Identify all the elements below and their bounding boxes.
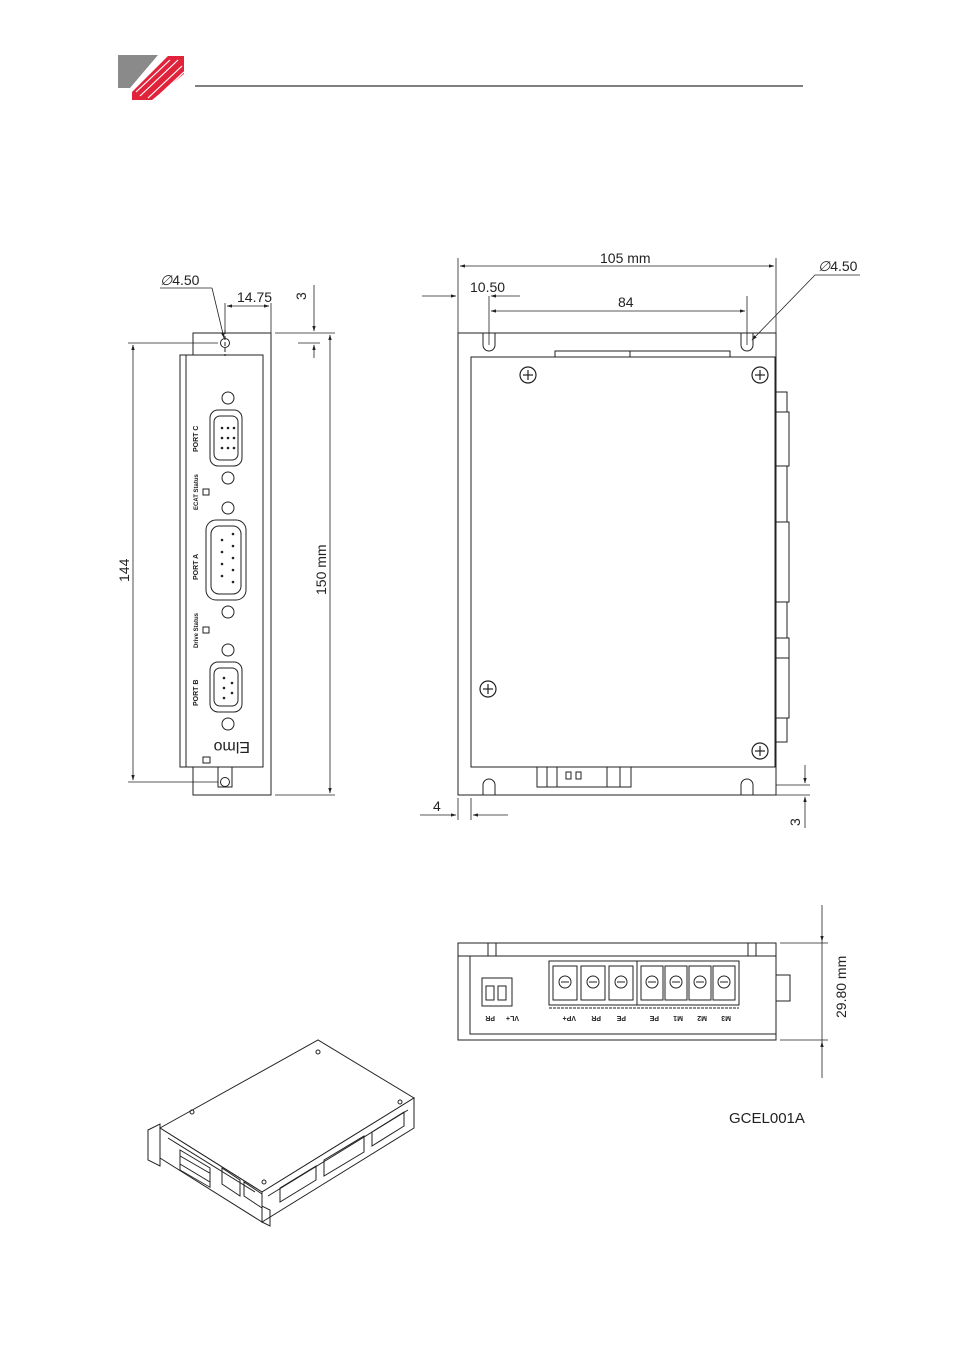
pin-label: M2 xyxy=(697,1014,707,1021)
port-b-label: PORT B xyxy=(193,680,200,706)
phi-symbol-icon: ∅ xyxy=(818,258,831,274)
bottom-height-label: 29.80 mm xyxy=(833,956,849,1018)
pin-label: PE xyxy=(616,1014,626,1021)
pin-label: M1 xyxy=(673,1014,683,1021)
front-side-offset-label: 4 xyxy=(433,798,441,814)
front-view xyxy=(458,333,789,795)
port-c-label: PORT C xyxy=(193,426,200,452)
front-width-label: 105 mm xyxy=(600,250,651,266)
front-hole-dia-label: ∅4.50 xyxy=(818,258,858,274)
drawing-code: GCEL001A xyxy=(729,1110,805,1127)
isometric-view xyxy=(148,1040,414,1226)
port-a-label: PORT A xyxy=(193,554,200,580)
ecat-status-label: ECAT Status xyxy=(194,473,200,510)
side-height-label: 150 mm xyxy=(313,544,329,595)
elmo-logo-icon xyxy=(118,55,184,100)
phi-symbol-icon: ∅ xyxy=(160,272,173,288)
side-hole-spacing-label: 144 xyxy=(116,558,132,582)
side-hole-offset-label: 14.75 xyxy=(237,289,272,305)
pin-label: VP+ xyxy=(563,1014,576,1021)
pin-label: PR xyxy=(485,1014,495,1021)
brand-label: Elmo xyxy=(213,738,250,755)
front-bottom-gap-label: 3 xyxy=(787,818,803,826)
side-top-gap-label: 3 xyxy=(293,292,309,300)
pin-label: VL+ xyxy=(506,1014,519,1021)
pin-label: M3 xyxy=(721,1014,731,1021)
bottom-view xyxy=(458,943,790,1040)
drive-status-label: Drive Status xyxy=(194,612,200,648)
side-hole-dia-label: ∅4.50 xyxy=(160,272,200,288)
pin-label: PR xyxy=(591,1014,601,1021)
front-hole-offset-label: 10.50 xyxy=(470,279,505,295)
pin-label: PE xyxy=(649,1014,659,1021)
bottom-view-dimensions xyxy=(780,905,828,1078)
front-hole-spacing-label: 84 xyxy=(618,294,634,310)
